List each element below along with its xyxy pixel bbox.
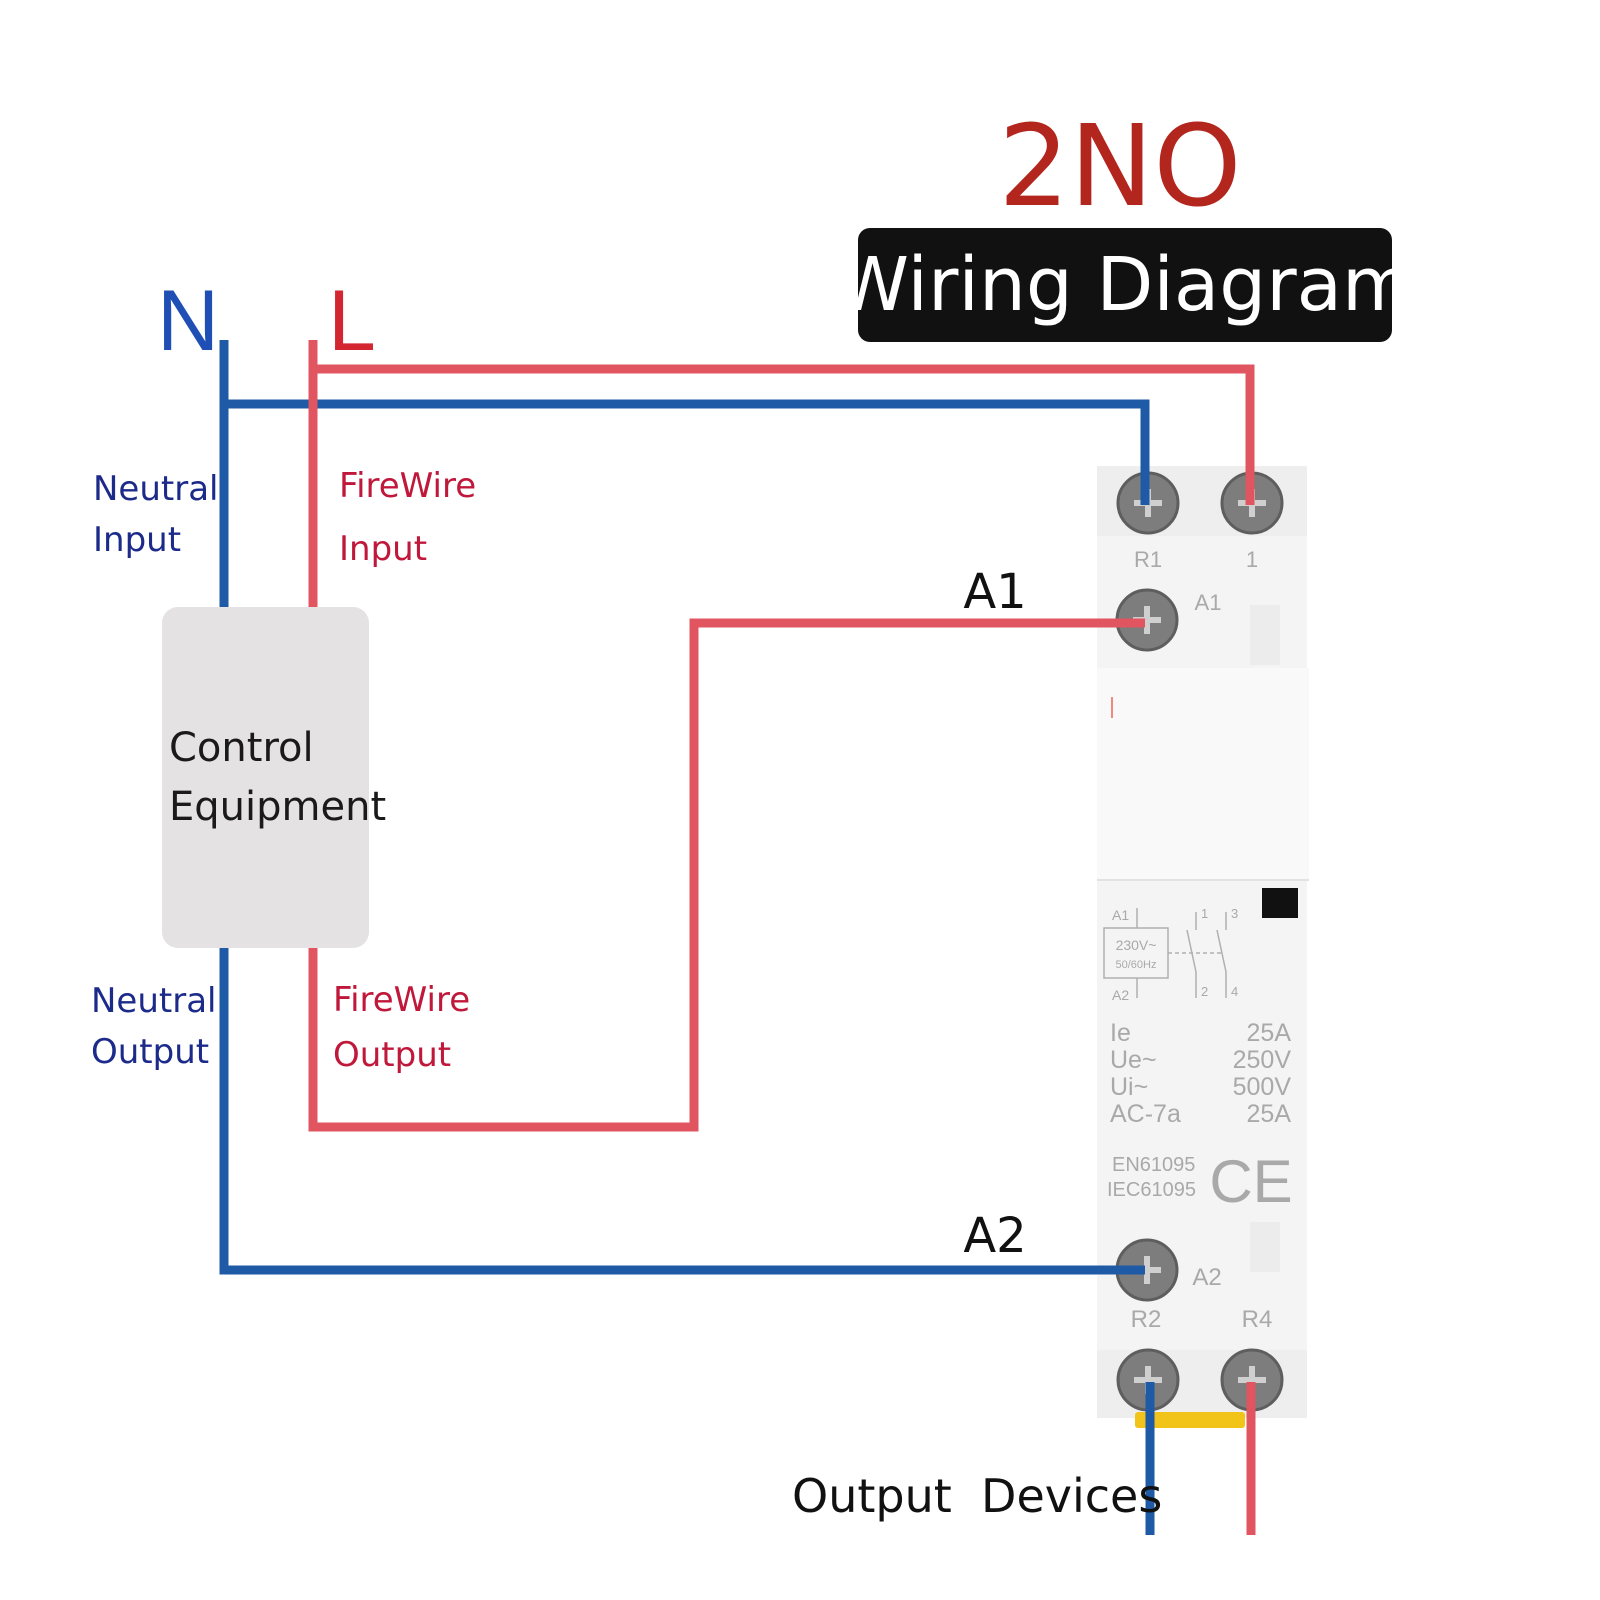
neutral-to-r1-wire [224, 399, 1150, 505]
neutral-input-label-1: Neutral [93, 469, 219, 509]
rating-ue-name: Ue~ [1110, 1046, 1157, 1074]
firewire-output-label-2: Output [333, 1035, 451, 1075]
ratings-table: Ie 25A Ue~ 250V Ui~ 500V AC-7a 25A [1110, 1019, 1291, 1128]
wires [219, 340, 1256, 1535]
standard-en: EN61095 [1112, 1154, 1195, 1176]
schematic-contact-1: 1 [1201, 906, 1208, 921]
control-equipment-line-2: Equipment [169, 784, 386, 830]
status-window [1262, 888, 1298, 918]
contact-3-blade [1216, 929, 1227, 973]
contactor: R1 1 A1 A2 R2 R4 A1 230V~ 50/60Hz A2 1 3… [1097, 466, 1309, 1428]
rating-ui-value: 500V [1233, 1073, 1292, 1101]
diagram-title: Wiring Diagram [836, 242, 1414, 328]
a2-label: A2 [963, 1208, 1026, 1264]
terminal-label-a2: A2 [1192, 1264, 1221, 1291]
output-devices-label: Output Devices [792, 1469, 1162, 1523]
schematic-contact-3: 3 [1231, 906, 1238, 921]
schematic-contact-4: 4 [1231, 984, 1238, 999]
schematic-coil-top: A1 [1112, 907, 1129, 923]
control-equipment-box [162, 607, 369, 948]
rating-ie-value: 25A [1247, 1019, 1292, 1047]
din-clip [1135, 1412, 1245, 1428]
neutral-output-to-a2-wire [219, 948, 1145, 1275]
standard-iec: IEC61095 [1107, 1179, 1196, 1201]
schematic-coil-freq: 50/60Hz [1116, 959, 1157, 971]
terminal-label-r4: R4 [1242, 1306, 1273, 1333]
neutral-output-label-2: Output [91, 1032, 209, 1072]
firewire-input-label-1: FireWire [339, 466, 476, 506]
schematic-coil-voltage: 230V~ [1116, 937, 1157, 953]
rating-ue-value: 250V [1233, 1046, 1292, 1074]
side-tab-upper [1250, 605, 1280, 665]
neutral-output-label-1: Neutral [91, 981, 217, 1021]
schematic-contact-2: 2 [1201, 984, 1208, 999]
terminal-label-a1: A1 [1195, 590, 1222, 615]
contactor-schematic: A1 230V~ 50/60Hz A2 1 3 2 4 [1103, 906, 1238, 1003]
schematic-coil-bottom: A2 [1112, 987, 1129, 1003]
title-banner [858, 228, 1392, 342]
neutral-supply-label: N [157, 273, 219, 369]
firewire-output-to-a1-wire [308, 618, 1145, 1132]
rating-ac7a-value: 25A [1247, 1100, 1292, 1128]
type-label: 2NO [998, 102, 1241, 232]
line-supply-label: L [328, 273, 376, 369]
firewire-input-label-2: Input [339, 529, 427, 569]
neutral-input-label-2: Input [93, 520, 181, 560]
side-tab-lower [1250, 1222, 1280, 1272]
control-equipment-line-1: Control [169, 725, 314, 771]
firewire-output-label-1: FireWire [333, 980, 470, 1020]
terminal-label-1: 1 [1246, 547, 1258, 572]
control-equipment: Control Equipment [162, 607, 386, 948]
terminal-label-r2: R2 [1131, 1306, 1162, 1333]
ce-mark: CE [1209, 1148, 1292, 1215]
terminal-label-r1: R1 [1134, 547, 1162, 572]
line-to-terminal-1-wire [313, 364, 1255, 505]
rating-ac7a-name: AC-7a [1110, 1100, 1181, 1128]
rating-ie-name: Ie [1110, 1019, 1131, 1047]
contact-1-blade [1186, 929, 1197, 973]
rating-ui-name: Ui~ [1110, 1073, 1148, 1101]
contactor-front-panel [1097, 668, 1309, 880]
a1-label: A1 [963, 564, 1026, 620]
